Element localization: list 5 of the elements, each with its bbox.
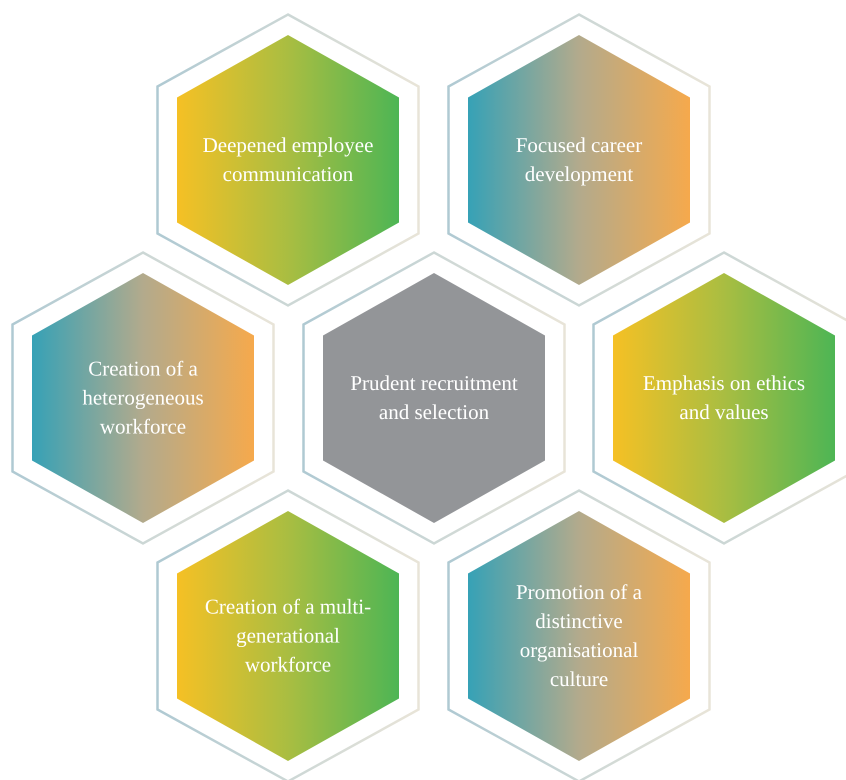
hexagon-label: Prudent recruitment and selection [349,370,519,426]
hexagon-label: Emphasis on ethics and values [642,370,806,426]
hexagon-label: Deepened employee communication [202,132,374,188]
hexagon-label: Focused career development [514,132,644,188]
hexagon-label: Creation of a multi-generational workforce [204,594,372,678]
